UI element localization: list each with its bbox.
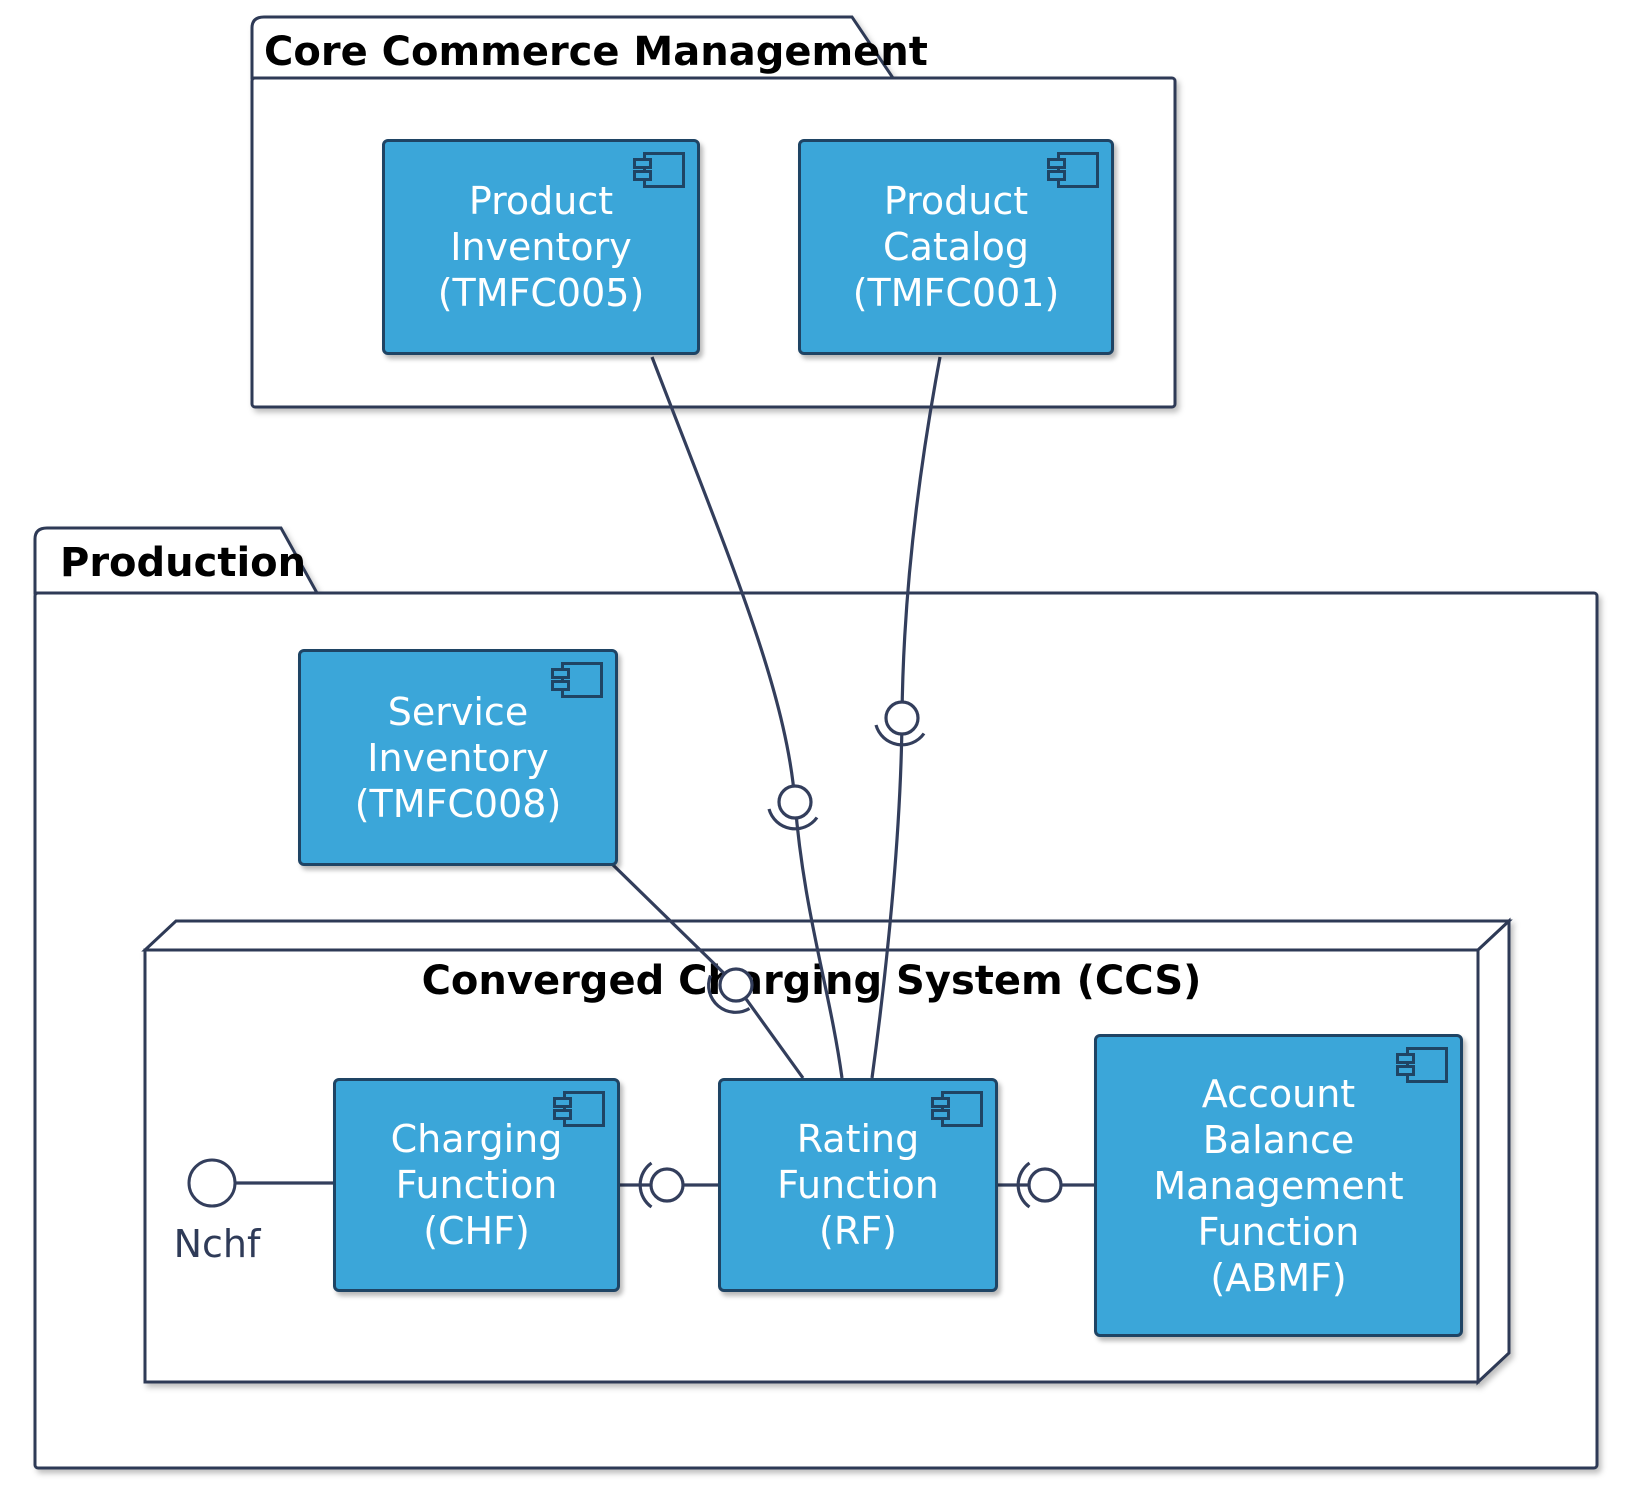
component-rating-function: Rating Function (RF) — [718, 1078, 998, 1292]
edge-service-inventory-to-rating-function — [608, 860, 805, 1079]
package-title-core-commerce: Core Commerce Management — [264, 29, 928, 75]
socket-arc-rating-abmf — [1016, 1161, 1031, 1209]
component-label: Product Catalog (TMFC001) — [801, 178, 1111, 316]
nchf-interface-label: Nchf — [173, 1222, 261, 1266]
component-label-line: Product — [468, 179, 614, 223]
component-service-inventory: Service Inventory (TMFC008) — [298, 649, 618, 866]
core-commerce-package-tab — [250, 15, 896, 80]
ball-interface-service-inventory — [718, 967, 754, 1003]
component-label: Service Inventory (TMFC008) — [301, 689, 615, 827]
nchf-interface-circle — [187, 1158, 237, 1208]
component-label-line: Balance — [1202, 1117, 1355, 1162]
component-label-line: (ABMF) — [1210, 1255, 1347, 1300]
ball-interface-charging-rating — [649, 1167, 685, 1203]
component-label: Charging Function (CHF) — [336, 1116, 617, 1254]
ball-interface-product-catalog — [884, 700, 920, 736]
component-label-line: (CHF) — [423, 1209, 530, 1253]
component-label-line: Inventory — [450, 225, 632, 269]
ball-interface-rating-abmf — [1027, 1167, 1063, 1203]
component-label-line: (TMFC001) — [852, 271, 1060, 315]
package-title-production: Production — [60, 540, 307, 586]
socket-arc-service-inventory — [707, 974, 751, 1014]
component-label-line: (RF) — [819, 1209, 897, 1253]
component-label: Account Balance Management Function (ABM… — [1097, 1071, 1460, 1301]
component-charging-function: Charging Function (CHF) — [333, 1078, 620, 1292]
component-label-line: Service — [387, 689, 529, 734]
socket-arc-charging-rating — [638, 1161, 653, 1209]
ball-interface-product-inventory — [777, 784, 813, 820]
component-label-line: Function — [777, 1163, 939, 1207]
component-label-line: Rating — [796, 1117, 920, 1161]
component-icon — [633, 152, 685, 188]
component-label: Product Inventory (TMFC005) — [385, 178, 697, 316]
edge-product-inventory-to-rating-function — [650, 356, 844, 1079]
component-label-line: (TMFC005) — [437, 271, 645, 315]
component-label-line: (TMFC008) — [354, 781, 562, 826]
component-label-line: Catalog — [883, 225, 1029, 269]
component-abmf: Account Balance Management Function (ABM… — [1094, 1034, 1463, 1337]
component-label-line: Management — [1153, 1163, 1404, 1208]
component-label-line: Charging — [390, 1117, 563, 1161]
component-label-line: Function — [1197, 1209, 1360, 1254]
component-icon — [931, 1091, 983, 1127]
component-label-line: Product — [883, 179, 1029, 223]
component-icon — [1047, 152, 1099, 188]
ccs-node-title: Converged Charging System (CCS) — [421, 958, 1202, 1004]
component-label: Rating Function (RF) — [721, 1116, 995, 1254]
socket-arc-product-inventory — [767, 808, 819, 831]
component-icon — [551, 662, 603, 698]
component-label-line: Function — [395, 1163, 558, 1207]
production-package-tab — [33, 526, 320, 595]
component-label-line: Inventory — [367, 735, 549, 780]
socket-arc-product-catalog — [874, 724, 926, 747]
component-label-line: Account — [1201, 1071, 1356, 1116]
component-icon — [553, 1091, 605, 1127]
component-icon — [1396, 1047, 1448, 1083]
component-product-catalog: Product Catalog (TMFC001) — [798, 139, 1114, 355]
component-product-inventory: Product Inventory (TMFC005) — [382, 139, 700, 355]
